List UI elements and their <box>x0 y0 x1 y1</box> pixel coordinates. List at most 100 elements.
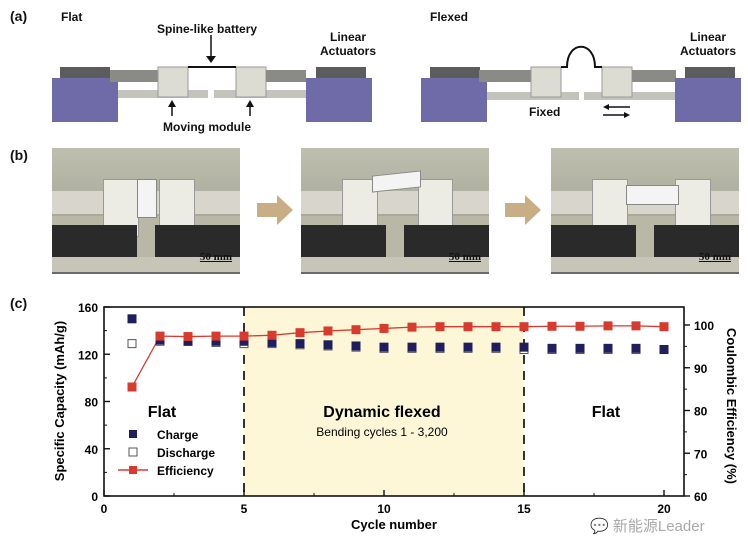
direction-arrowhead-left <box>603 104 609 110</box>
region-label: Flat <box>592 404 621 421</box>
charge-point <box>603 343 613 353</box>
fixed-label: Fixed <box>529 105 561 119</box>
efficiency-point <box>239 331 249 341</box>
actuator-block-left <box>52 78 118 122</box>
charge-point <box>211 336 221 346</box>
efficiency-point <box>463 322 473 332</box>
charge-point <box>239 336 249 346</box>
module-left <box>157 66 189 98</box>
x-tick-label: 15 <box>517 502 531 516</box>
legend-efficiency-label: Efficiency <box>157 464 214 478</box>
legend-charge-label: Charge <box>157 428 199 442</box>
scale-bar: 50 mm <box>448 251 481 263</box>
actuators-label-line2: Actuators <box>320 44 377 58</box>
efficiency-point <box>407 322 417 332</box>
chart-legend: Charge Discharge Efficiency <box>118 428 215 478</box>
actuator-top-left <box>430 67 480 79</box>
next-arrow-icon <box>505 195 541 225</box>
x-tick-label: 5 <box>241 502 248 516</box>
module-arrowhead-left <box>168 100 176 107</box>
efficiency-point <box>491 322 501 332</box>
rod-left <box>110 70 158 82</box>
y-tick-label: 160 <box>78 301 98 315</box>
efficiency-point <box>435 322 445 332</box>
photo-flat-initial: 50 mm <box>52 148 240 274</box>
efficiency-point <box>547 321 557 331</box>
photo-flexed: 50 mm <box>301 148 489 274</box>
charge-point <box>575 343 585 353</box>
charge-point <box>323 340 333 350</box>
discharge-point <box>127 339 137 349</box>
y-tick-label: 0 <box>91 490 98 504</box>
charge-point <box>463 342 473 352</box>
charge-point <box>547 343 557 353</box>
schematic-diagram <box>52 35 741 122</box>
efficiency-line <box>131 325 665 388</box>
region-0 <box>104 307 244 496</box>
actuator-block-right <box>306 78 372 122</box>
next-arrow-icon <box>257 195 293 225</box>
actuator-top-right <box>316 67 366 79</box>
x-tick-label: 20 <box>657 502 671 516</box>
y-axis-right-label: Coulombic Efficiency (%) <box>724 328 739 484</box>
y-right-tick-label: 80 <box>694 405 708 419</box>
charge-point <box>379 342 389 352</box>
efficiency-point <box>603 321 613 331</box>
x-tick-label: 0 <box>101 502 108 516</box>
photo-flat-final: 50 mm <box>551 148 739 274</box>
watermark: 💬 新能源Leader <box>590 515 705 536</box>
y-axis-label: Specific Capacity (mAh/g) <box>52 321 67 481</box>
actuators-label-line2: Actuators <box>680 44 737 58</box>
charge-point <box>183 336 193 346</box>
efficiency-point <box>183 332 193 342</box>
charge-point <box>351 341 361 351</box>
efficiency-point <box>323 326 333 336</box>
legend-discharge-marker <box>128 447 138 457</box>
legend-efficiency-marker <box>129 466 137 474</box>
efficiency-point <box>211 331 221 341</box>
watermark-text: 新能源Leader <box>612 518 705 535</box>
flat-title: Flat <box>61 10 83 24</box>
y-right-tick-label: 90 <box>694 362 708 376</box>
efficiency-point <box>659 322 669 332</box>
module-arrowhead-right <box>246 100 254 107</box>
efficiency-point <box>631 321 641 331</box>
actuators-label-line1: Linear <box>330 30 367 44</box>
y-right-tick-label: 70 <box>694 447 708 461</box>
region-sublabel: Bending cycles 1 - 3,200 <box>316 425 448 439</box>
legend-charge-marker <box>129 430 137 438</box>
y-right-tick-label: 100 <box>694 319 714 333</box>
chat-bubble-icon: 💬 <box>590 518 609 535</box>
flexed-title: Flexed <box>430 10 469 24</box>
actuator-block-right <box>675 78 741 122</box>
moving-module-label: Moving module <box>163 120 251 134</box>
direction-arrowhead-right <box>624 112 630 118</box>
module-left <box>530 66 562 98</box>
efficiency-point <box>155 331 165 341</box>
region-2 <box>524 307 684 496</box>
charge-point <box>267 337 277 347</box>
panel-a-label: (a) <box>10 8 28 24</box>
x-tick-label: 10 <box>377 502 391 516</box>
region-1 <box>244 307 524 496</box>
efficiency-point <box>295 328 305 338</box>
efficiency-point <box>575 321 585 331</box>
efficiency-point <box>267 330 277 340</box>
panel-c-label: (c) <box>10 295 28 311</box>
x-axis-label: Cycle number <box>351 517 437 532</box>
rod-right <box>266 70 306 82</box>
scale-bar: 50 mm <box>199 251 232 263</box>
actuator-top-right <box>685 67 735 79</box>
actuator-block-left <box>421 78 487 122</box>
y-tick-label: 40 <box>85 443 99 457</box>
y-tick-label: 80 <box>85 396 99 410</box>
battery-strip <box>626 185 679 205</box>
module-right <box>601 66 633 98</box>
actuator-top-left <box>60 67 110 79</box>
battery-label: Spine-like battery <box>157 22 258 36</box>
legend-discharge-label: Discharge <box>157 446 215 460</box>
scale-bar: 50 mm <box>698 251 731 263</box>
panel-b-label: (b) <box>10 147 28 163</box>
efficiency-point <box>351 325 361 335</box>
